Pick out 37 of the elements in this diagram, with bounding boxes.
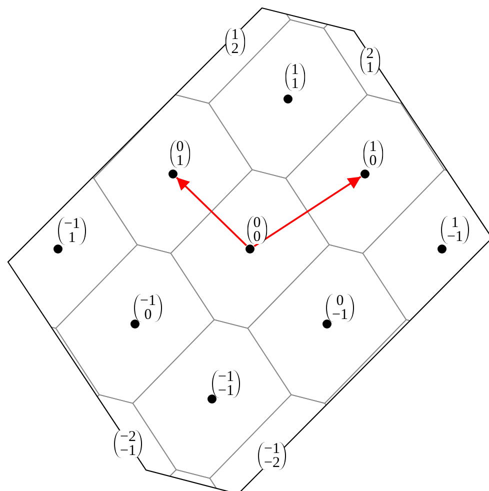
lattice-point <box>54 244 62 254</box>
lattice-point <box>246 244 254 254</box>
vector-entry: 1 <box>366 61 374 75</box>
arrow <box>176 176 248 246</box>
lattice-point <box>208 394 216 404</box>
vector-entry: 1 <box>291 77 299 91</box>
vector-entry: 0 <box>336 294 344 308</box>
vector-entry: 1 <box>451 216 459 230</box>
lattice-point <box>322 320 332 328</box>
lattice-point <box>438 244 446 254</box>
vector-entry: 2 <box>366 47 374 61</box>
vector-entry: 1 <box>231 28 239 42</box>
vector-entry: 0 <box>253 230 261 244</box>
lattice-point <box>284 94 292 104</box>
vector-entry: −2 <box>264 456 280 470</box>
vector-entry: 1 <box>369 140 377 154</box>
vector-entry: −1 <box>447 230 463 244</box>
lattice-point <box>130 320 140 328</box>
vector-entry: −1 <box>218 384 234 398</box>
vector-entry: 0 <box>144 308 152 322</box>
lattice-point <box>168 170 178 178</box>
vector-entry: 1 <box>291 63 299 77</box>
vector-entry: 0 <box>253 216 261 230</box>
vector-entry: 0 <box>176 140 184 154</box>
vector-entry: −2 <box>120 430 136 444</box>
vector-entry: −1 <box>120 444 136 458</box>
vector-entry: 1 <box>68 231 76 245</box>
lattice-point <box>360 170 370 178</box>
vector-entry: −1 <box>140 294 156 308</box>
vector-entry: 1 <box>176 154 184 168</box>
vector-entry: −1 <box>218 370 234 384</box>
vector-entry: 2 <box>231 42 239 56</box>
vector-entry: −1 <box>64 217 80 231</box>
vector-entry: −1 <box>264 442 280 456</box>
vector-entry: 0 <box>369 154 377 168</box>
vector-entry: −1 <box>332 308 348 322</box>
arrow <box>254 176 362 248</box>
